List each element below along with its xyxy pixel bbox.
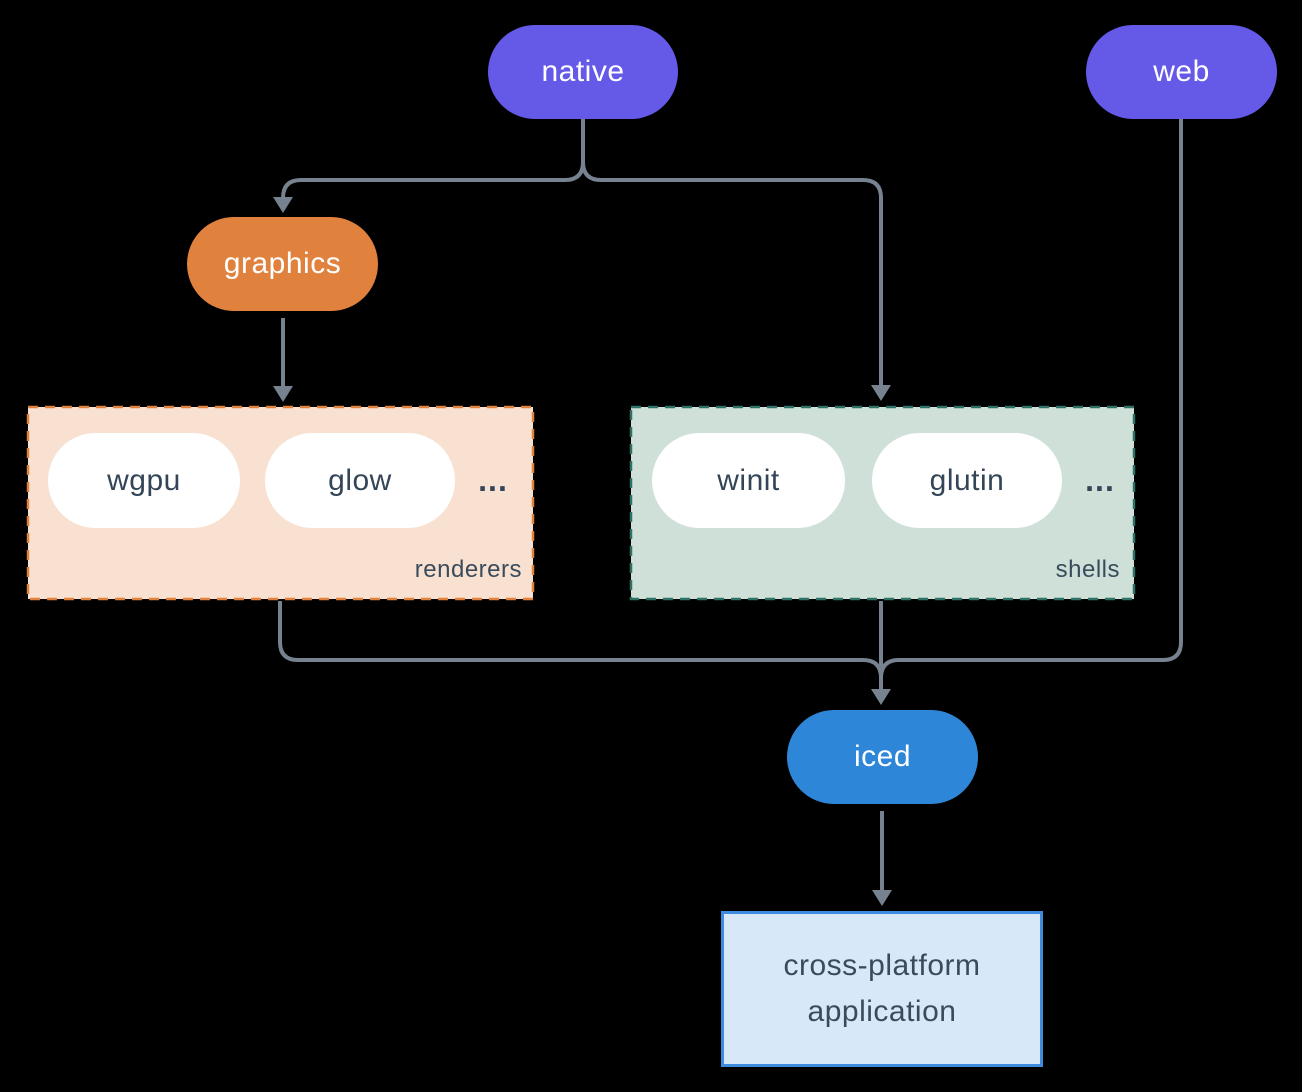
edge-native-shells <box>581 119 883 386</box>
node-glutin[interactable]: glutin <box>872 433 1062 528</box>
node-wgpu[interactable]: wgpu <box>48 433 240 528</box>
renderers-ellipsis: ... <box>478 462 508 498</box>
arrowhead-into-renderers <box>273 386 293 402</box>
node-winit[interactable]: winit <box>652 433 845 528</box>
node-winit-label: winit <box>717 463 780 497</box>
shells-ellipsis: ... <box>1085 462 1115 498</box>
edge-renderers-iced <box>278 601 883 690</box>
cross-platform-application-box[interactable]: cross-platform application <box>721 911 1043 1067</box>
node-native[interactable]: native <box>488 25 678 119</box>
arrowhead-into-graphics <box>273 197 293 213</box>
shells-group-label: shells <box>1055 556 1120 583</box>
edge-web-iced <box>879 119 1183 690</box>
node-graphics[interactable]: graphics <box>187 217 378 311</box>
node-web-label: web <box>1153 55 1210 88</box>
arrowhead-into-iced <box>871 689 891 705</box>
node-glow-label: glow <box>328 463 392 497</box>
node-wgpu-label: wgpu <box>107 463 181 497</box>
node-iced-label: iced <box>853 740 912 773</box>
node-native-label: native <box>541 55 625 88</box>
application-label-line2: application <box>807 995 957 1028</box>
node-glow[interactable]: glow <box>265 433 455 528</box>
arrowhead-into-shells <box>871 385 891 401</box>
node-web[interactable]: web <box>1086 25 1277 119</box>
node-iced[interactable]: iced <box>787 710 978 804</box>
node-glutin-label: glutin <box>929 463 1005 497</box>
renderers-group-label: renderers <box>414 556 522 583</box>
node-graphics-label: graphics <box>223 247 342 280</box>
application-label-line1: cross-platform <box>783 949 981 982</box>
edge-native-graphics <box>281 119 585 199</box>
arrowhead-into-application <box>872 890 892 906</box>
